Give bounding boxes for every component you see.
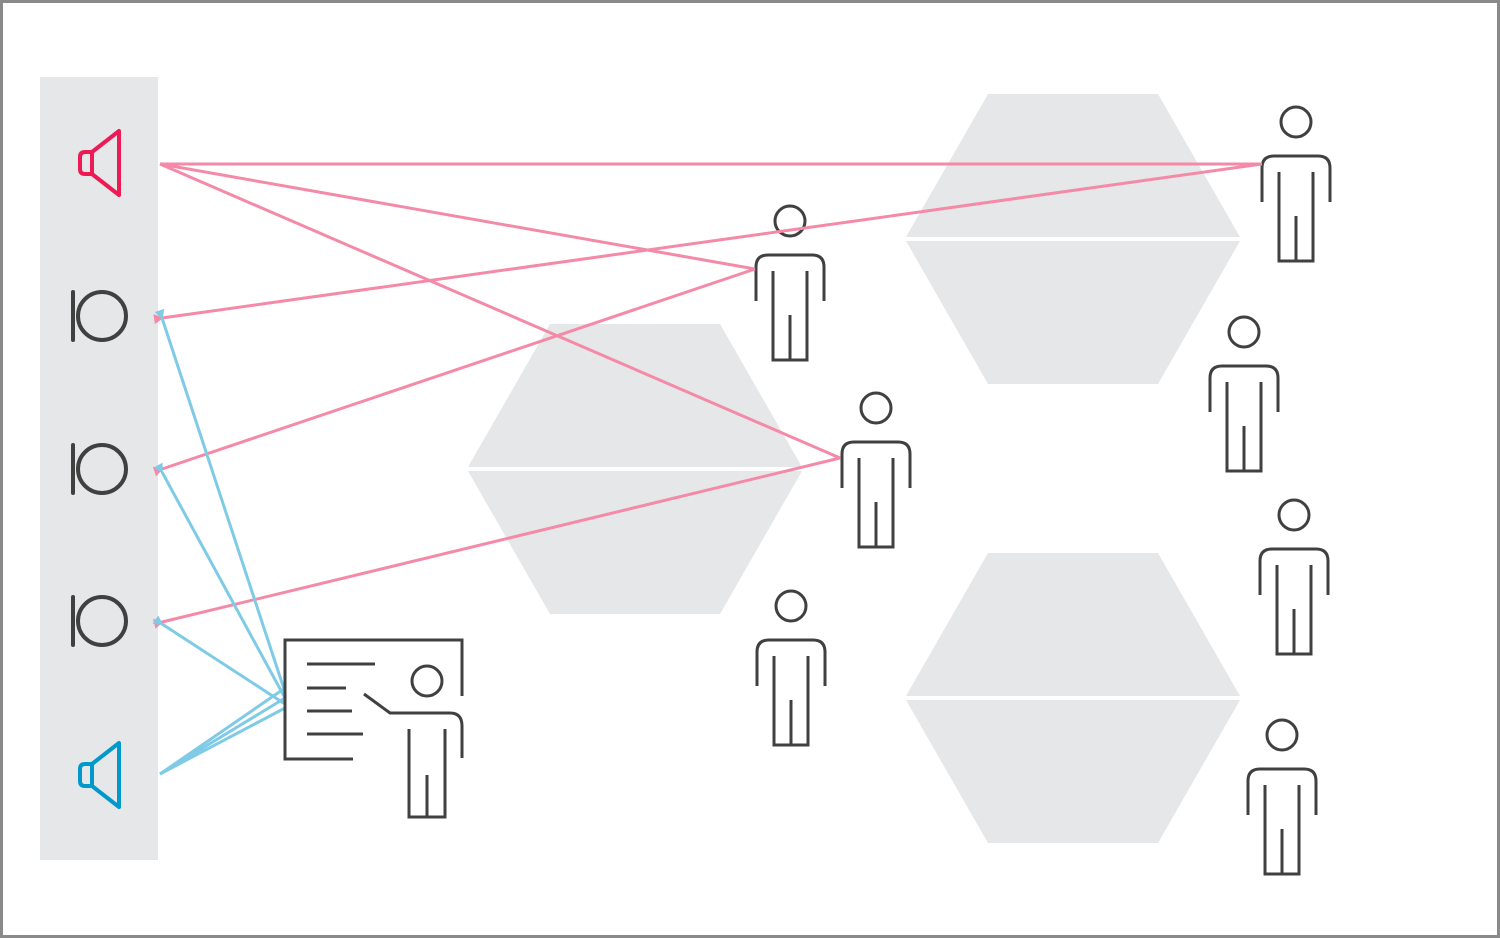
presenter-path-arrow <box>153 462 287 699</box>
person-icon <box>755 589 827 747</box>
person-icon <box>1246 718 1318 876</box>
reflection-path-arrow <box>153 456 841 629</box>
reflection-path-arrow <box>152 267 756 477</box>
hexagon-table <box>468 324 802 614</box>
hexagon-table <box>906 553 1240 843</box>
reflection-path-arrow <box>153 162 1263 325</box>
presenter-path-arrow <box>154 308 287 693</box>
microphone-icon <box>71 290 128 342</box>
presenter-path-arrow <box>152 615 286 706</box>
person-icon <box>1208 315 1280 473</box>
person-icon <box>840 391 912 549</box>
speaker-icon-blue <box>78 741 121 809</box>
person-icon <box>1260 105 1332 263</box>
device-panel <box>40 77 158 860</box>
person-icon <box>1258 498 1330 656</box>
direct-sound-path <box>159 162 756 271</box>
microphone-icon <box>71 443 128 495</box>
microphone-icon <box>71 595 128 647</box>
speaker-icon-red <box>78 129 121 197</box>
person-icon <box>754 204 826 362</box>
hexagon-table <box>906 94 1240 384</box>
presenter-board-icon <box>283 638 464 819</box>
direct-sound-path <box>159 162 841 460</box>
speaker-path <box>159 706 286 776</box>
